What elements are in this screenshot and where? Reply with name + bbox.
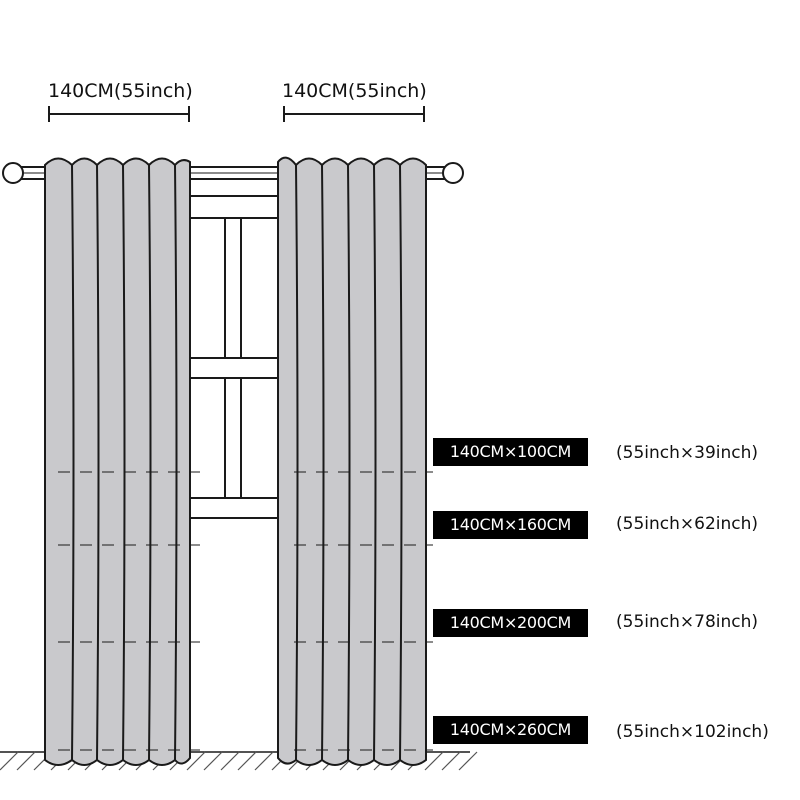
floor-hatch-line bbox=[0, 751, 19, 771]
window-frame bbox=[187, 195, 281, 519]
width-dimension-right bbox=[283, 106, 425, 122]
size-badge-160: 140CM×160CM bbox=[433, 511, 588, 539]
curtain-panel-right bbox=[277, 156, 427, 766]
size-badge-260: 140CM×260CM bbox=[433, 716, 588, 744]
floor-hatch-line bbox=[424, 751, 444, 771]
panel-width-label-right: 140CM(55inch) bbox=[282, 80, 427, 102]
size-imperial-260: (55inch×102inch) bbox=[616, 722, 769, 742]
size-badge-100: 140CM×100CM bbox=[433, 438, 588, 466]
size-badge-200: 140CM×200CM bbox=[433, 609, 588, 637]
floor-hatch-line bbox=[16, 751, 36, 771]
floor-hatch-line bbox=[186, 751, 206, 771]
floor-hatch-line bbox=[203, 751, 223, 771]
floor-hatch-line bbox=[254, 751, 274, 771]
size-imperial-100: (55inch×39inch) bbox=[616, 443, 759, 463]
width-dimension-left bbox=[48, 106, 190, 122]
rod-finial-right bbox=[442, 162, 464, 184]
curtain-panel-left bbox=[44, 157, 191, 766]
floor-hatch-line bbox=[220, 751, 240, 771]
size-imperial-160: (55inch×62inch) bbox=[616, 514, 759, 534]
length-markers bbox=[58, 471, 433, 751]
size-imperial-200: (55inch×78inch) bbox=[616, 612, 759, 632]
floor-hatch-line bbox=[458, 751, 478, 771]
rod-finial-left bbox=[2, 162, 24, 184]
floor-hatch-line bbox=[237, 751, 257, 771]
panel-width-label-left: 140CM(55inch) bbox=[48, 80, 193, 102]
floor-hatch-line bbox=[441, 751, 461, 771]
